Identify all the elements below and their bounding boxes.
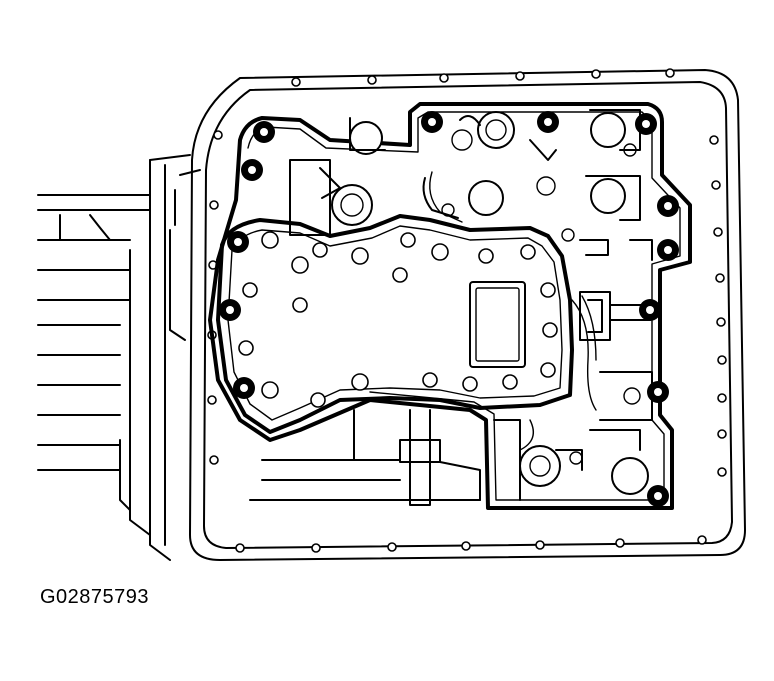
valve-body-bolts xyxy=(219,111,679,507)
bolt-icon xyxy=(253,121,275,143)
strainer-plate xyxy=(216,214,574,434)
bolt-icon xyxy=(421,111,443,133)
bolt-icon xyxy=(227,231,249,253)
transmission-case xyxy=(37,154,201,561)
lower-valves xyxy=(493,419,649,501)
bolt-icon xyxy=(657,239,679,261)
bolt-icon xyxy=(241,159,263,181)
flange-holes xyxy=(207,68,727,553)
oil-pan-flange xyxy=(189,69,746,561)
upper-solenoids xyxy=(289,109,653,261)
figure-id-label: G02875793 xyxy=(40,586,150,608)
bolt-icon xyxy=(647,381,669,403)
bolt-icon xyxy=(233,377,255,399)
bolt-icon xyxy=(647,485,669,507)
bolt-icon xyxy=(537,111,559,133)
bolt-icon xyxy=(657,195,679,217)
lower-shaft-detail xyxy=(249,409,481,506)
bolt-icon xyxy=(639,299,661,321)
bolt-icon xyxy=(635,113,657,135)
bolt-icon xyxy=(219,299,241,321)
